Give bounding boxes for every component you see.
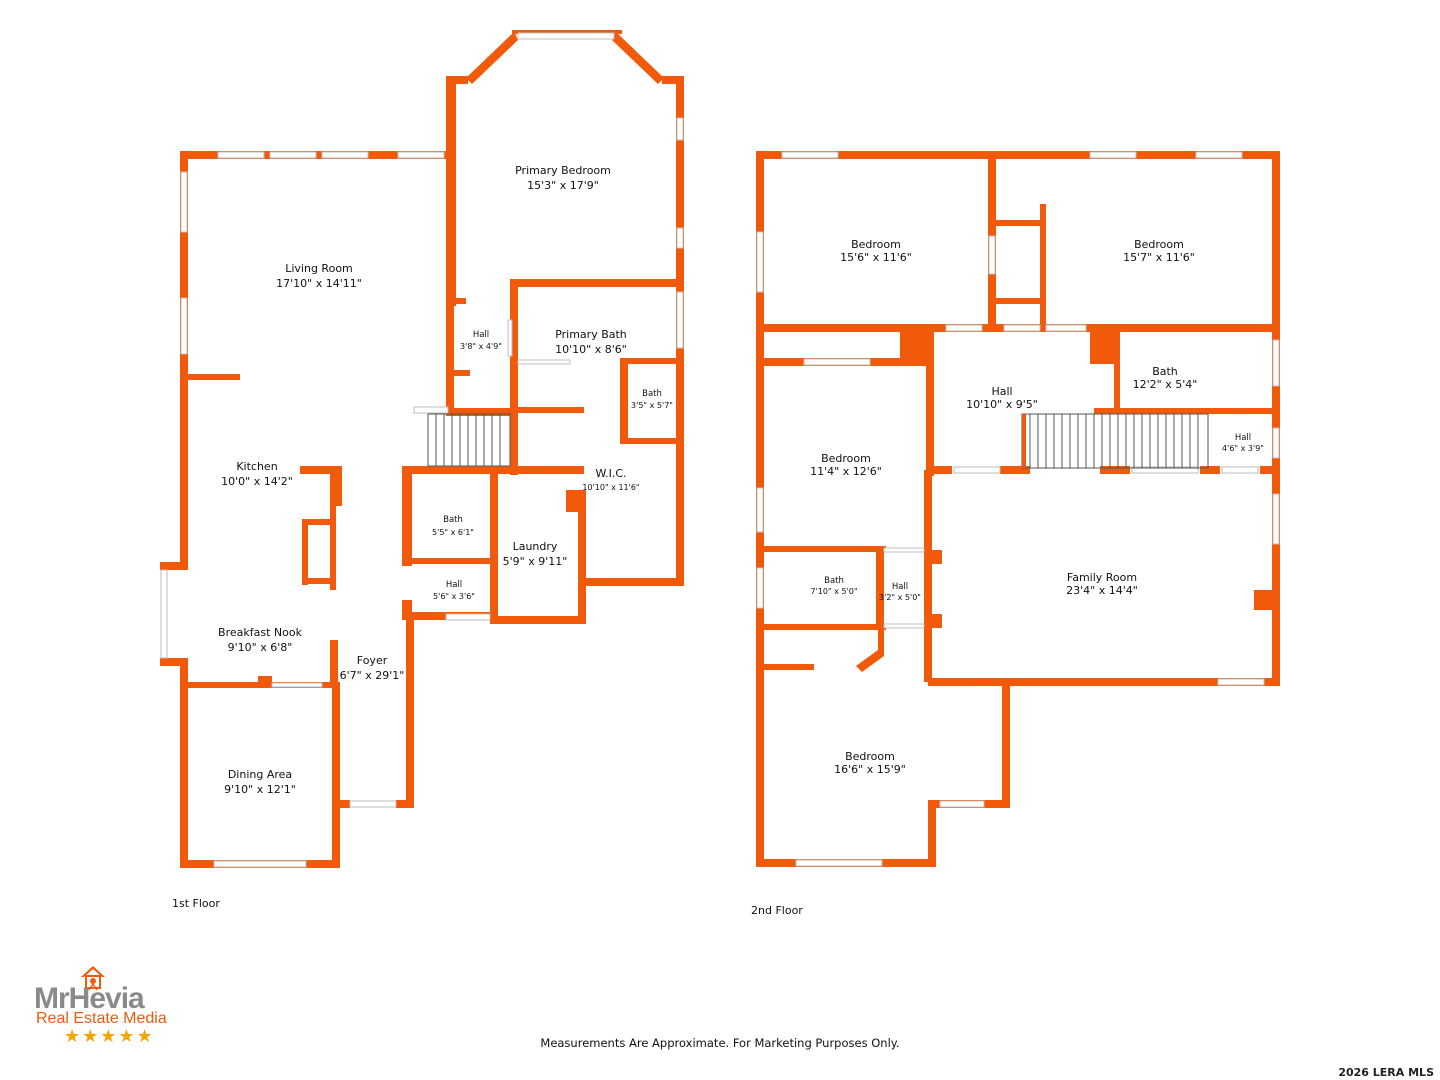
second-floor-windows [756, 151, 1280, 867]
room-dims-bath-c: 12'2" x 5'4" [1133, 378, 1198, 391]
room-name-hall-a: Hall [473, 330, 489, 340]
room-name-bedroom-a: Bedroom [851, 238, 901, 251]
room-dims-bedroom-d: 16'6" x 15'9" [834, 763, 906, 776]
room-name-bedroom-d: Bedroom [845, 750, 895, 763]
room-name-family-room: Family Room [1067, 571, 1137, 584]
disclaimer-text: Measurements Are Approximate. For Market… [540, 1036, 900, 1050]
room-name-bath-c: Bath [1152, 365, 1178, 378]
room-dims-bedroom-b: 15'7" x 11'6" [1123, 251, 1195, 264]
room-name-primary-bath: Primary Bath [555, 328, 627, 341]
room-dims-hall-b: 5'6" x 3'6" [433, 592, 475, 601]
second-floor-room-labels: Bedroom 15'6" x 11'6" Bedroom 15'7" x 11… [810, 238, 1264, 776]
room-name-hall-e: Hall [892, 582, 908, 592]
first-floor-stairs [427, 413, 511, 467]
second-floor-label: 2nd Floor [751, 904, 803, 917]
first-floor-room-labels: Primary Bedroom 15'3" x 17'9" Living Roo… [218, 164, 673, 796]
room-name-dining-area: Dining Area [228, 768, 292, 781]
first-floor-windows [160, 32, 684, 868]
room-dims-bath-b: 5'5" x 6'1" [432, 528, 474, 537]
room-name-wic: W.I.C. [595, 467, 626, 480]
room-dims-primary-bath: 10'10" x 8'6" [555, 343, 627, 356]
room-dims-bath-d: 7'10" x 5'0" [810, 587, 857, 596]
room-dims-primary-bedroom: 15'3" x 17'9" [527, 179, 599, 192]
room-dims-living-room: 17'10" x 14'11" [276, 277, 362, 290]
room-name-bedroom-b: Bedroom [1134, 238, 1184, 251]
room-dims-kitchen: 10'0" x 14'2" [221, 475, 293, 488]
logo-stars: ★★★★★ [64, 1026, 155, 1047]
second-floor-stairs [1021, 413, 1209, 469]
room-dims-hall-a: 3'8" x 4'9" [460, 342, 502, 351]
room-name-hall-b: Hall [446, 580, 462, 590]
bay-window-walls [466, 30, 664, 84]
room-name-breakfast-nook: Breakfast Nook [218, 626, 303, 639]
room-name-bath-d: Bath [824, 576, 844, 586]
brand-logo: MrHevia Real Estate Media ★★★★★ [34, 962, 204, 1052]
room-dims-hall-c: 10'10" x 9'5" [966, 398, 1038, 411]
logo-name: MrHevia [34, 982, 145, 1015]
house-camera-icon [81, 966, 105, 991]
logo-tagline: Real Estate Media [36, 1010, 167, 1027]
room-dims-foyer: 6'7" x 29'1" [340, 669, 405, 682]
room-dims-family-room: 23'4" x 14'4" [1066, 584, 1138, 597]
room-dims-bedroom-a: 15'6" x 11'6" [840, 251, 912, 264]
room-dims-bath-a: 3'5" x 5'7" [631, 401, 673, 410]
room-dims-wic: 10'10" x 11'6" [582, 483, 639, 492]
room-dims-hall-e: 3'2" x 5'0" [879, 593, 921, 602]
room-name-bath-a: Bath [642, 389, 662, 399]
first-floor-walls [160, 76, 684, 868]
room-dims-dining-area: 9'10" x 12'1" [224, 783, 296, 796]
copyright-text: 2026 LERA MLS [1338, 1066, 1434, 1079]
room-dims-hall-d: 4'6" x 3'9" [1222, 444, 1264, 453]
room-name-hall-c: Hall [991, 385, 1012, 398]
room-name-bedroom-c: Bedroom [821, 452, 871, 465]
room-name-foyer: Foyer [357, 654, 388, 667]
second-floor-walls [756, 151, 1280, 867]
room-name-bath-b: Bath [443, 515, 463, 525]
room-name-hall-d: Hall [1235, 433, 1251, 443]
room-dims-bedroom-c: 11'4" x 12'6" [810, 465, 882, 478]
room-name-primary-bedroom: Primary Bedroom [515, 164, 611, 177]
room-dims-breakfast-nook: 9'10" x 6'8" [228, 641, 293, 654]
first-floor-label: 1st Floor [172, 897, 220, 910]
room-name-kitchen: Kitchen [236, 460, 277, 473]
room-dims-laundry: 5'9" x 9'11" [503, 555, 568, 568]
room-name-laundry: Laundry [513, 540, 558, 553]
room-name-living-room: Living Room [285, 262, 353, 275]
